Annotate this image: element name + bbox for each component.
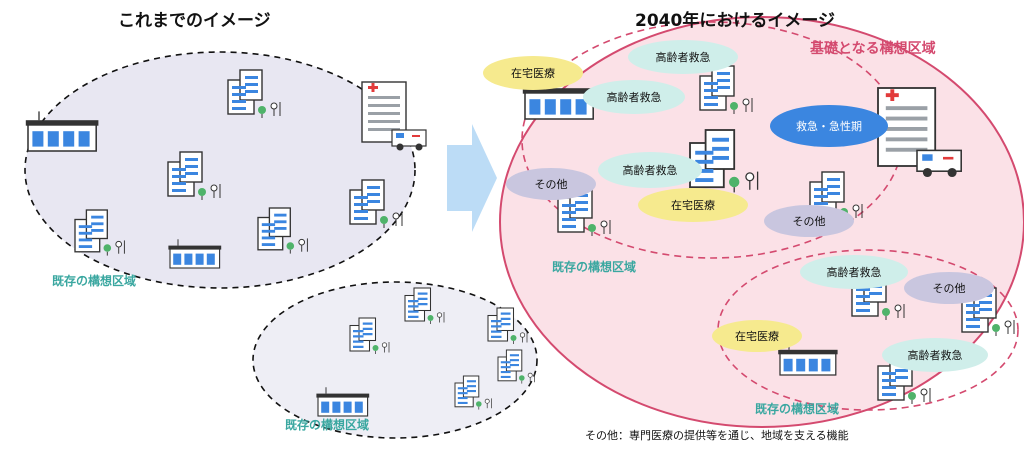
care-facility-icon bbox=[227, 69, 281, 118]
clinic-icon bbox=[316, 387, 370, 417]
pill-emergency-acute: 救急・急性期 bbox=[770, 105, 888, 147]
care-facility-icon bbox=[349, 317, 390, 354]
care-facility-icon bbox=[404, 287, 445, 324]
care-facility-icon bbox=[454, 375, 492, 410]
care-facility-icon bbox=[74, 209, 125, 256]
pill-elderly-emergency: 高齢者救急 bbox=[800, 255, 908, 289]
care-facility-icon bbox=[167, 151, 221, 200]
pill-elderly-emergency: 高齢者救急 bbox=[598, 152, 702, 188]
care-facility-icon bbox=[487, 307, 528, 344]
right-title: 2040年におけるイメージ bbox=[635, 11, 835, 31]
existing-area-label-1: 既存の構想区域 bbox=[52, 274, 137, 288]
pill-elderly-emergency: 高齢者救急 bbox=[583, 80, 685, 114]
existing-area-right-bottom bbox=[717, 249, 1019, 411]
care-facility-icon bbox=[961, 287, 1015, 336]
footnote: その他：専門医療の提供等を通じ、地域を支える機能 bbox=[585, 429, 849, 442]
pill-elderly-emergency: 高齢者救急 bbox=[882, 338, 988, 372]
hospital-icon bbox=[361, 81, 427, 151]
pill-home-care: 在宅医療 bbox=[712, 320, 802, 352]
base-area-label: 基礎となる構想区域 bbox=[810, 41, 936, 57]
care-facility-icon bbox=[877, 355, 931, 404]
clinic-icon bbox=[168, 239, 222, 269]
existing-area-label-4: 既存の構想区域 bbox=[755, 402, 840, 416]
pill-other: その他 bbox=[904, 272, 994, 304]
clinic-icon bbox=[778, 342, 838, 376]
existing-area-label-3: 既存の構想区域 bbox=[552, 260, 637, 274]
icon-layer bbox=[25, 65, 1015, 417]
existing-area-label-2: 既存の構想区域 bbox=[285, 418, 370, 432]
existing-area-left-small bbox=[252, 281, 538, 439]
care-facility-icon bbox=[349, 179, 403, 228]
existing-area-left-large bbox=[24, 51, 416, 289]
care-facility-icon bbox=[557, 187, 611, 236]
pill-elderly-emergency: 高齢者救急 bbox=[628, 40, 738, 74]
clinic-icon bbox=[25, 111, 99, 152]
pill-home-care: 在宅医療 bbox=[483, 56, 583, 90]
pill-home-care: 在宅医療 bbox=[638, 188, 748, 222]
clinic-icon bbox=[522, 79, 596, 120]
care-facility-icon bbox=[257, 207, 308, 254]
care-facility-icon bbox=[497, 349, 535, 384]
care-facility-icon bbox=[689, 129, 759, 193]
pill-other: その他 bbox=[506, 168, 596, 200]
pill-other: その他 bbox=[764, 205, 854, 237]
transition-arrow bbox=[447, 124, 497, 232]
left-title: これまでのイメージ bbox=[118, 11, 271, 31]
